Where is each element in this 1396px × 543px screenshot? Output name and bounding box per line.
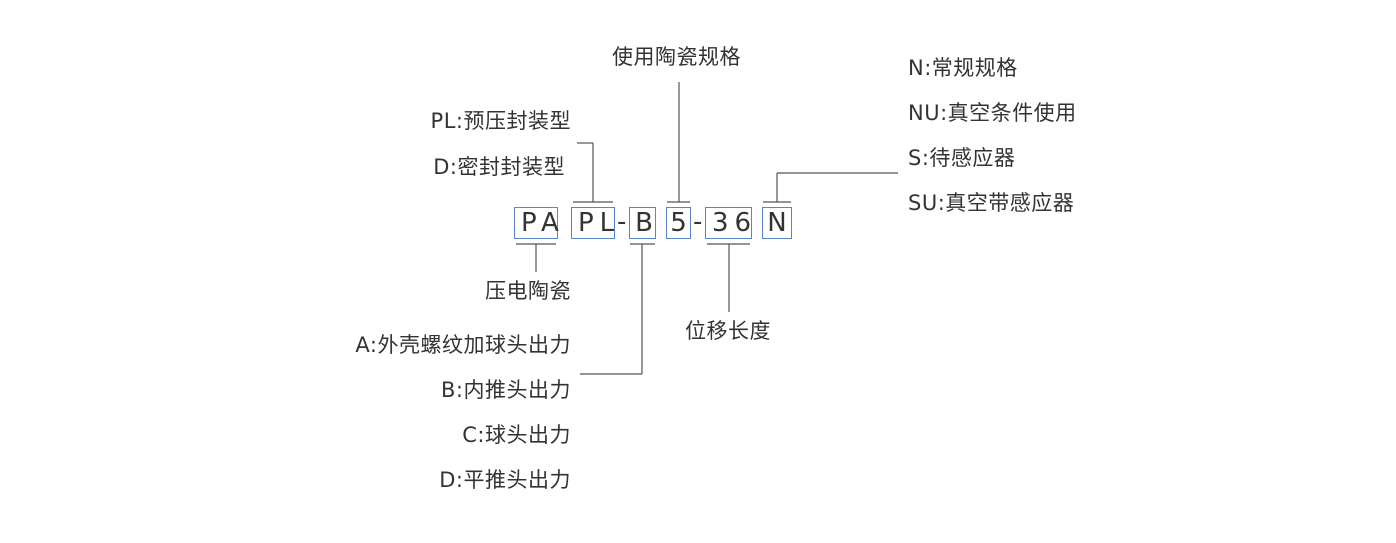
label-a-ball-thread: A:外壳螺纹加球头出力 [355, 333, 571, 357]
label-d-sealed: D:密封封装型 [433, 155, 565, 179]
label-nu-vacuum: NU:真空条件使用 [908, 101, 1077, 125]
label-s-sensor: S:待感应器 [908, 146, 1016, 170]
code-dash-1: - [617, 207, 627, 237]
label-d-flat-push: D:平推头出力 [439, 468, 571, 492]
code-dash-2: - [693, 207, 703, 237]
code-pa-box: PA [514, 207, 559, 239]
code-thirtysix-box: 36 [705, 207, 752, 239]
label-displacement: 位移长度 [685, 319, 771, 343]
label-pl: PL:预压封装型 [430, 109, 571, 133]
label-ceramic-spec: 使用陶瓷规格 [612, 45, 741, 69]
label-c-ball-head: C:球头出力 [462, 423, 571, 447]
label-b-inner-push: B:内推头出力 [441, 378, 571, 402]
label-n-normal: N:常规规格 [908, 56, 1018, 80]
label-su-vacuum-sensor: SU:真空带感应器 [908, 191, 1075, 215]
code-b-box: B [629, 207, 656, 239]
code-n-box: N [762, 207, 792, 239]
code-pl-box: PL [571, 207, 615, 239]
label-piezo-ceramic: 压电陶瓷 [485, 279, 571, 303]
code-five-box: 5 [666, 207, 691, 239]
